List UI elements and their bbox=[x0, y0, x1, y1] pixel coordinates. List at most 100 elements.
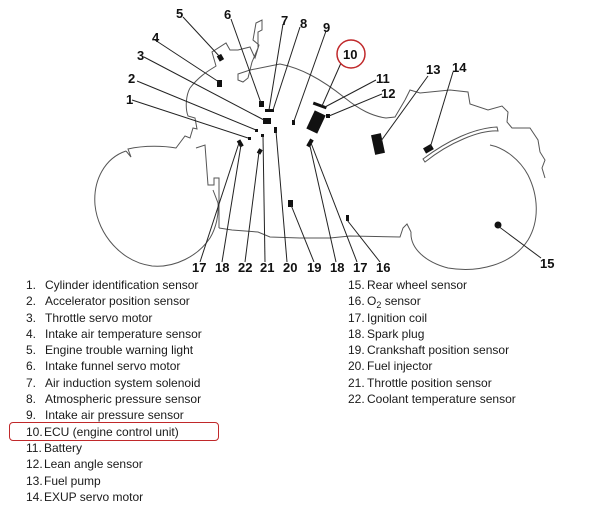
legend-num: 17. bbox=[348, 310, 365, 325]
legend-num: 3. bbox=[26, 310, 37, 325]
legend-num: 5. bbox=[26, 343, 37, 358]
part-21-throttle-position bbox=[261, 134, 264, 137]
callout-6: 6 bbox=[224, 7, 231, 22]
legend-item-8: 8. Atmospheric pressure sensor bbox=[26, 391, 202, 407]
motorcycle-diagram: 1 2 3 4 5 6 7 8 9 10 11 12 13 14 15 17 1… bbox=[94, 6, 554, 275]
part-12-lean-angle-sensor bbox=[326, 114, 330, 118]
legend-label-o: O bbox=[367, 294, 377, 309]
callout-7: 7 bbox=[281, 13, 288, 28]
part-13-fuel-pump bbox=[371, 133, 385, 155]
callout-labels: 1 2 3 4 5 6 7 8 9 10 11 12 13 14 15 17 1… bbox=[126, 6, 554, 275]
callout-17-rear: 17 bbox=[353, 260, 367, 275]
parts bbox=[216, 53, 502, 229]
legend-label: Battery bbox=[44, 440, 83, 455]
legend-label: Cylinder identification sensor bbox=[45, 278, 199, 292]
callout-20: 20 bbox=[283, 260, 297, 275]
callout-2: 2 bbox=[128, 71, 135, 86]
legend-num: 13. bbox=[26, 473, 43, 488]
legend-item-19: 19.Crankshaft position sensor bbox=[348, 342, 516, 358]
legend-label: Coolant temperature sensor bbox=[367, 392, 516, 407]
legend-label: Air induction system solenoid bbox=[45, 375, 201, 390]
legend-label: Accelerator position sensor bbox=[45, 294, 190, 309]
legend-label: Throttle servo motor bbox=[45, 310, 153, 325]
callout-14: 14 bbox=[452, 60, 467, 75]
part-2-accelerator-sensor bbox=[255, 129, 258, 132]
legend-num: 19. bbox=[348, 343, 365, 358]
legend-label: Crankshaft position sensor bbox=[367, 343, 510, 358]
callout-4: 4 bbox=[152, 30, 160, 45]
legend-label: Atmospheric pressure sensor bbox=[45, 392, 202, 407]
callout-17-front: 17 bbox=[192, 260, 206, 275]
legend-num: 8. bbox=[26, 392, 37, 407]
legend-num: 4. bbox=[26, 326, 37, 341]
part-9-intake-pressure-sensor bbox=[292, 120, 295, 125]
legend-num: 14. bbox=[26, 489, 43, 504]
legend-label: Spark plug bbox=[367, 326, 425, 341]
legend-item-4: 4. Intake air temperature sensor bbox=[26, 326, 202, 342]
part-10-ecu bbox=[306, 110, 326, 134]
callout-18-front: 18 bbox=[215, 260, 229, 275]
legend-num: 21. bbox=[348, 375, 365, 390]
legend-item-14: 14.EXUP servo motor bbox=[26, 489, 202, 505]
legend-num: 7. bbox=[26, 375, 37, 390]
legend-label: EXUP servo motor bbox=[44, 489, 144, 504]
part-20-fuel-injector bbox=[274, 127, 277, 133]
callout-15: 15 bbox=[540, 256, 554, 271]
legend-label: Throttle position sensor bbox=[367, 375, 492, 390]
legend-item-7: 7. Air induction system solenoid bbox=[26, 375, 202, 391]
callout-22: 22 bbox=[238, 260, 252, 275]
part-22-coolant-temp bbox=[256, 148, 263, 155]
legend-item-10-highlighted: 10.ECU (engine control unit) bbox=[9, 421, 219, 441]
callout-12: 12 bbox=[381, 86, 395, 101]
legend-label: Intake air pressure sensor bbox=[45, 408, 184, 423]
legend-label: Fuel pump bbox=[44, 473, 101, 488]
legend-item-21: 21.Throttle position sensor bbox=[348, 375, 516, 391]
legend-num: 12. bbox=[26, 457, 43, 472]
legend-item-9: 9.Intake air pressure sensor bbox=[26, 407, 202, 423]
callout-10-highlight-circle bbox=[336, 39, 366, 69]
legend-label: Engine trouble warning light bbox=[45, 343, 194, 358]
part-14-exup-servo bbox=[423, 143, 434, 154]
legend-label: Ignition coil bbox=[367, 310, 428, 325]
callout-9: 9 bbox=[323, 20, 330, 35]
legend-num: 20. bbox=[348, 359, 365, 374]
legend-num: 6. bbox=[26, 359, 37, 374]
legend-num: 2. bbox=[26, 294, 37, 309]
legend-item-18: 18.Spark plug bbox=[348, 326, 516, 342]
legend-item-5: 5. Engine trouble warning light bbox=[26, 342, 202, 358]
legend-item-20: 20.Fuel injector bbox=[348, 358, 516, 374]
callout-21: 21 bbox=[260, 260, 274, 275]
legend-item-1: 1. Cylinder identification sensor bbox=[26, 277, 202, 293]
callout-18-rear: 18 bbox=[330, 260, 344, 275]
legend-label: Rear wheel sensor bbox=[367, 278, 468, 292]
legend-item-3: 3. Throttle servo motor bbox=[26, 310, 202, 326]
legend-label: Intake air temperature sensor bbox=[45, 326, 202, 341]
callout-5: 5 bbox=[176, 6, 183, 21]
legend-right: 15.Rear wheel sensor 16.O2 sensor 17.Ign… bbox=[348, 277, 516, 407]
legend-item-22: 22.Coolant temperature sensor bbox=[348, 391, 516, 407]
callout-11: 11 bbox=[376, 71, 390, 86]
legend-num: 22. bbox=[348, 392, 365, 407]
part-19-crankshaft-sensor bbox=[288, 200, 293, 207]
part-7-air-induction-solenoid bbox=[265, 109, 274, 112]
callout-19: 19 bbox=[307, 260, 321, 275]
callout-13: 13 bbox=[426, 62, 440, 77]
legend-label: Fuel injector bbox=[367, 359, 433, 374]
motorcycle-outline bbox=[94, 19, 546, 270]
legend-item-6: 6.Intake funnel servo motor bbox=[26, 358, 202, 374]
legend-label-subscript: 2 bbox=[376, 300, 382, 311]
part-17-ignition-coil-front bbox=[236, 139, 244, 148]
callout-16: 16 bbox=[376, 260, 390, 275]
legend-num: 1. bbox=[26, 278, 37, 292]
callout-8: 8 bbox=[300, 16, 307, 31]
legend-num: 11. bbox=[26, 440, 42, 455]
leader-lines bbox=[131, 16, 542, 263]
legend-num: 15. bbox=[348, 278, 365, 292]
part-1-cylinder-id-sensor bbox=[248, 137, 251, 140]
legend-label: ECU (engine control unit) bbox=[44, 424, 179, 439]
legend-item-16: 16.O2 sensor bbox=[348, 293, 516, 311]
legend-left: 1. Cylinder identification sensor 2. Accel… bbox=[9, 277, 219, 505]
legend-num: 18. bbox=[348, 326, 365, 341]
part-17-ignition-coil-rear bbox=[306, 138, 314, 148]
legend-label: Lean angle sensor bbox=[44, 457, 143, 472]
